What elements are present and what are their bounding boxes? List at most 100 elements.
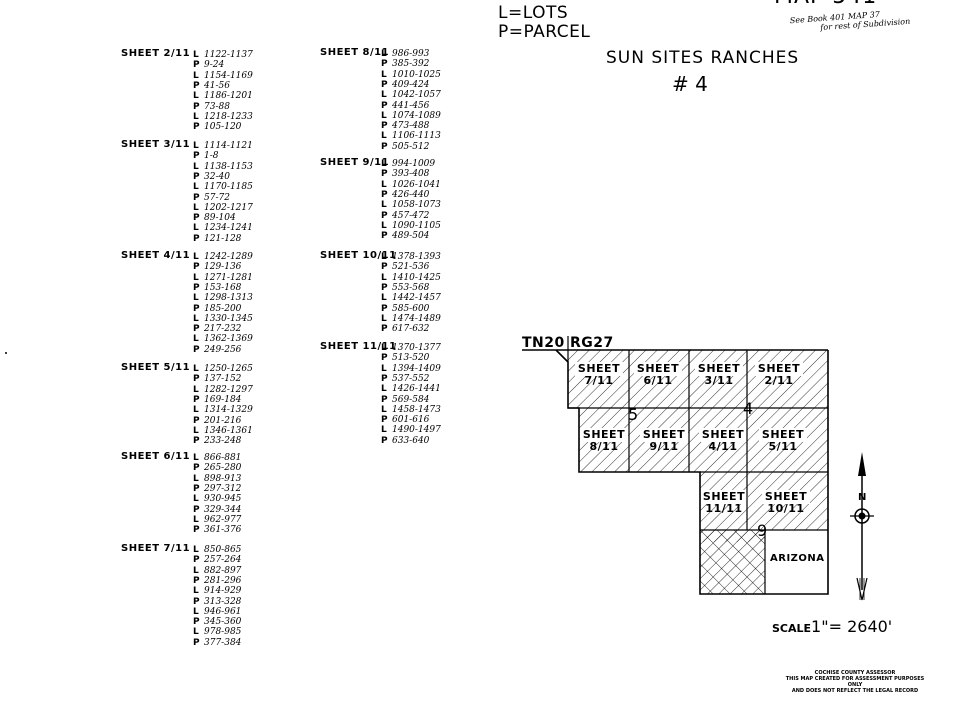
cell-label-background — [580, 428, 628, 442]
entry-range: 9-24 — [204, 60, 225, 71]
entry-type: P — [193, 483, 200, 494]
entry-type: L — [193, 545, 199, 555]
legend-parcel: P=PARCEL — [498, 22, 591, 42]
entry-type: P — [193, 80, 200, 91]
parcel-range-entry: P 377-384 — [193, 638, 241, 648]
entry-type: L — [193, 627, 199, 638]
entry-type: P — [381, 353, 388, 364]
entry-type: L — [381, 425, 387, 436]
entry-type: L — [193, 272, 199, 283]
sheet-heading: SHEET 8/11 — [320, 47, 390, 58]
entry-range: 1234-1241 — [204, 223, 253, 234]
entry-type: L — [193, 405, 199, 416]
entry-type: L — [193, 70, 199, 81]
entry-range: 377-384 — [204, 637, 242, 648]
entry-type: L — [381, 179, 387, 190]
entry-type: P — [381, 324, 388, 335]
sheet-heading: SHEET 6/11 — [121, 451, 191, 462]
entry-type: P — [381, 100, 388, 111]
entry-range: 129-136 — [204, 262, 242, 273]
parcel-range-entry: P 41-56 — [193, 81, 230, 91]
entry-range: 137-152 — [204, 374, 242, 385]
entry-type: P — [193, 233, 200, 244]
entry-type: L — [381, 293, 387, 304]
north-arrow-icon — [850, 452, 874, 601]
entry-range: 1426-1441 — [392, 384, 441, 395]
cell-label-background — [695, 362, 743, 376]
entry-type: P — [193, 504, 200, 515]
cell-label-background — [699, 428, 747, 442]
entry-range: 426-440 — [392, 189, 430, 200]
entry-type: L — [381, 200, 387, 211]
entry-type: P — [193, 303, 200, 314]
entry-type: L — [193, 91, 199, 102]
entry-type: P — [381, 141, 388, 152]
entry-range: 297-312 — [204, 483, 242, 494]
entry-range: 1122-1137 — [204, 50, 253, 60]
entry-type: L — [193, 473, 199, 484]
entry-type: L — [193, 606, 199, 617]
entry-type: P — [193, 282, 200, 293]
entry-type: L — [381, 69, 387, 80]
entry-type: L — [193, 50, 199, 60]
entry-range: 521-536 — [392, 262, 430, 273]
cell-label-background — [759, 428, 807, 442]
entry-range: 201-216 — [204, 415, 242, 426]
entry-type: L — [381, 343, 387, 353]
entry-range: 1026-1041 — [392, 179, 441, 190]
assessor-stamp: COCHISE COUNTY ASSESSOR THIS MAP CREATED… — [785, 670, 925, 694]
entry-type: P — [193, 122, 200, 133]
entry-type: L — [381, 131, 387, 142]
entry-type: L — [381, 404, 387, 415]
entry-range: 361-376 — [204, 525, 242, 536]
entry-range: 473-488 — [392, 121, 430, 132]
entry-range: 601-616 — [392, 415, 430, 426]
entry-type: P — [193, 394, 200, 405]
arizona-label: ARIZONA — [770, 553, 825, 564]
entry-type: P — [193, 101, 200, 112]
entry-range: 409-424 — [392, 79, 430, 90]
entry-range: 962-977 — [204, 514, 242, 525]
entry-type: P — [193, 637, 200, 648]
entry-range: 1298-1313 — [204, 293, 253, 304]
key-map-cell-fraction: 3/11 — [705, 374, 734, 387]
entry-type: L — [193, 514, 199, 525]
key-map-cell-fraction: 7/11 — [585, 374, 614, 387]
entry-range: 457-472 — [392, 210, 430, 221]
entry-range: 41-56 — [204, 80, 230, 91]
entry-range: 105-120 — [204, 122, 242, 133]
key-map-cell-label: SHEET — [637, 362, 679, 375]
entry-range: 489-504 — [392, 231, 430, 242]
entry-range: 441-456 — [392, 100, 430, 111]
section-number-4: 4 — [743, 399, 753, 418]
entry-type: L — [193, 334, 199, 345]
